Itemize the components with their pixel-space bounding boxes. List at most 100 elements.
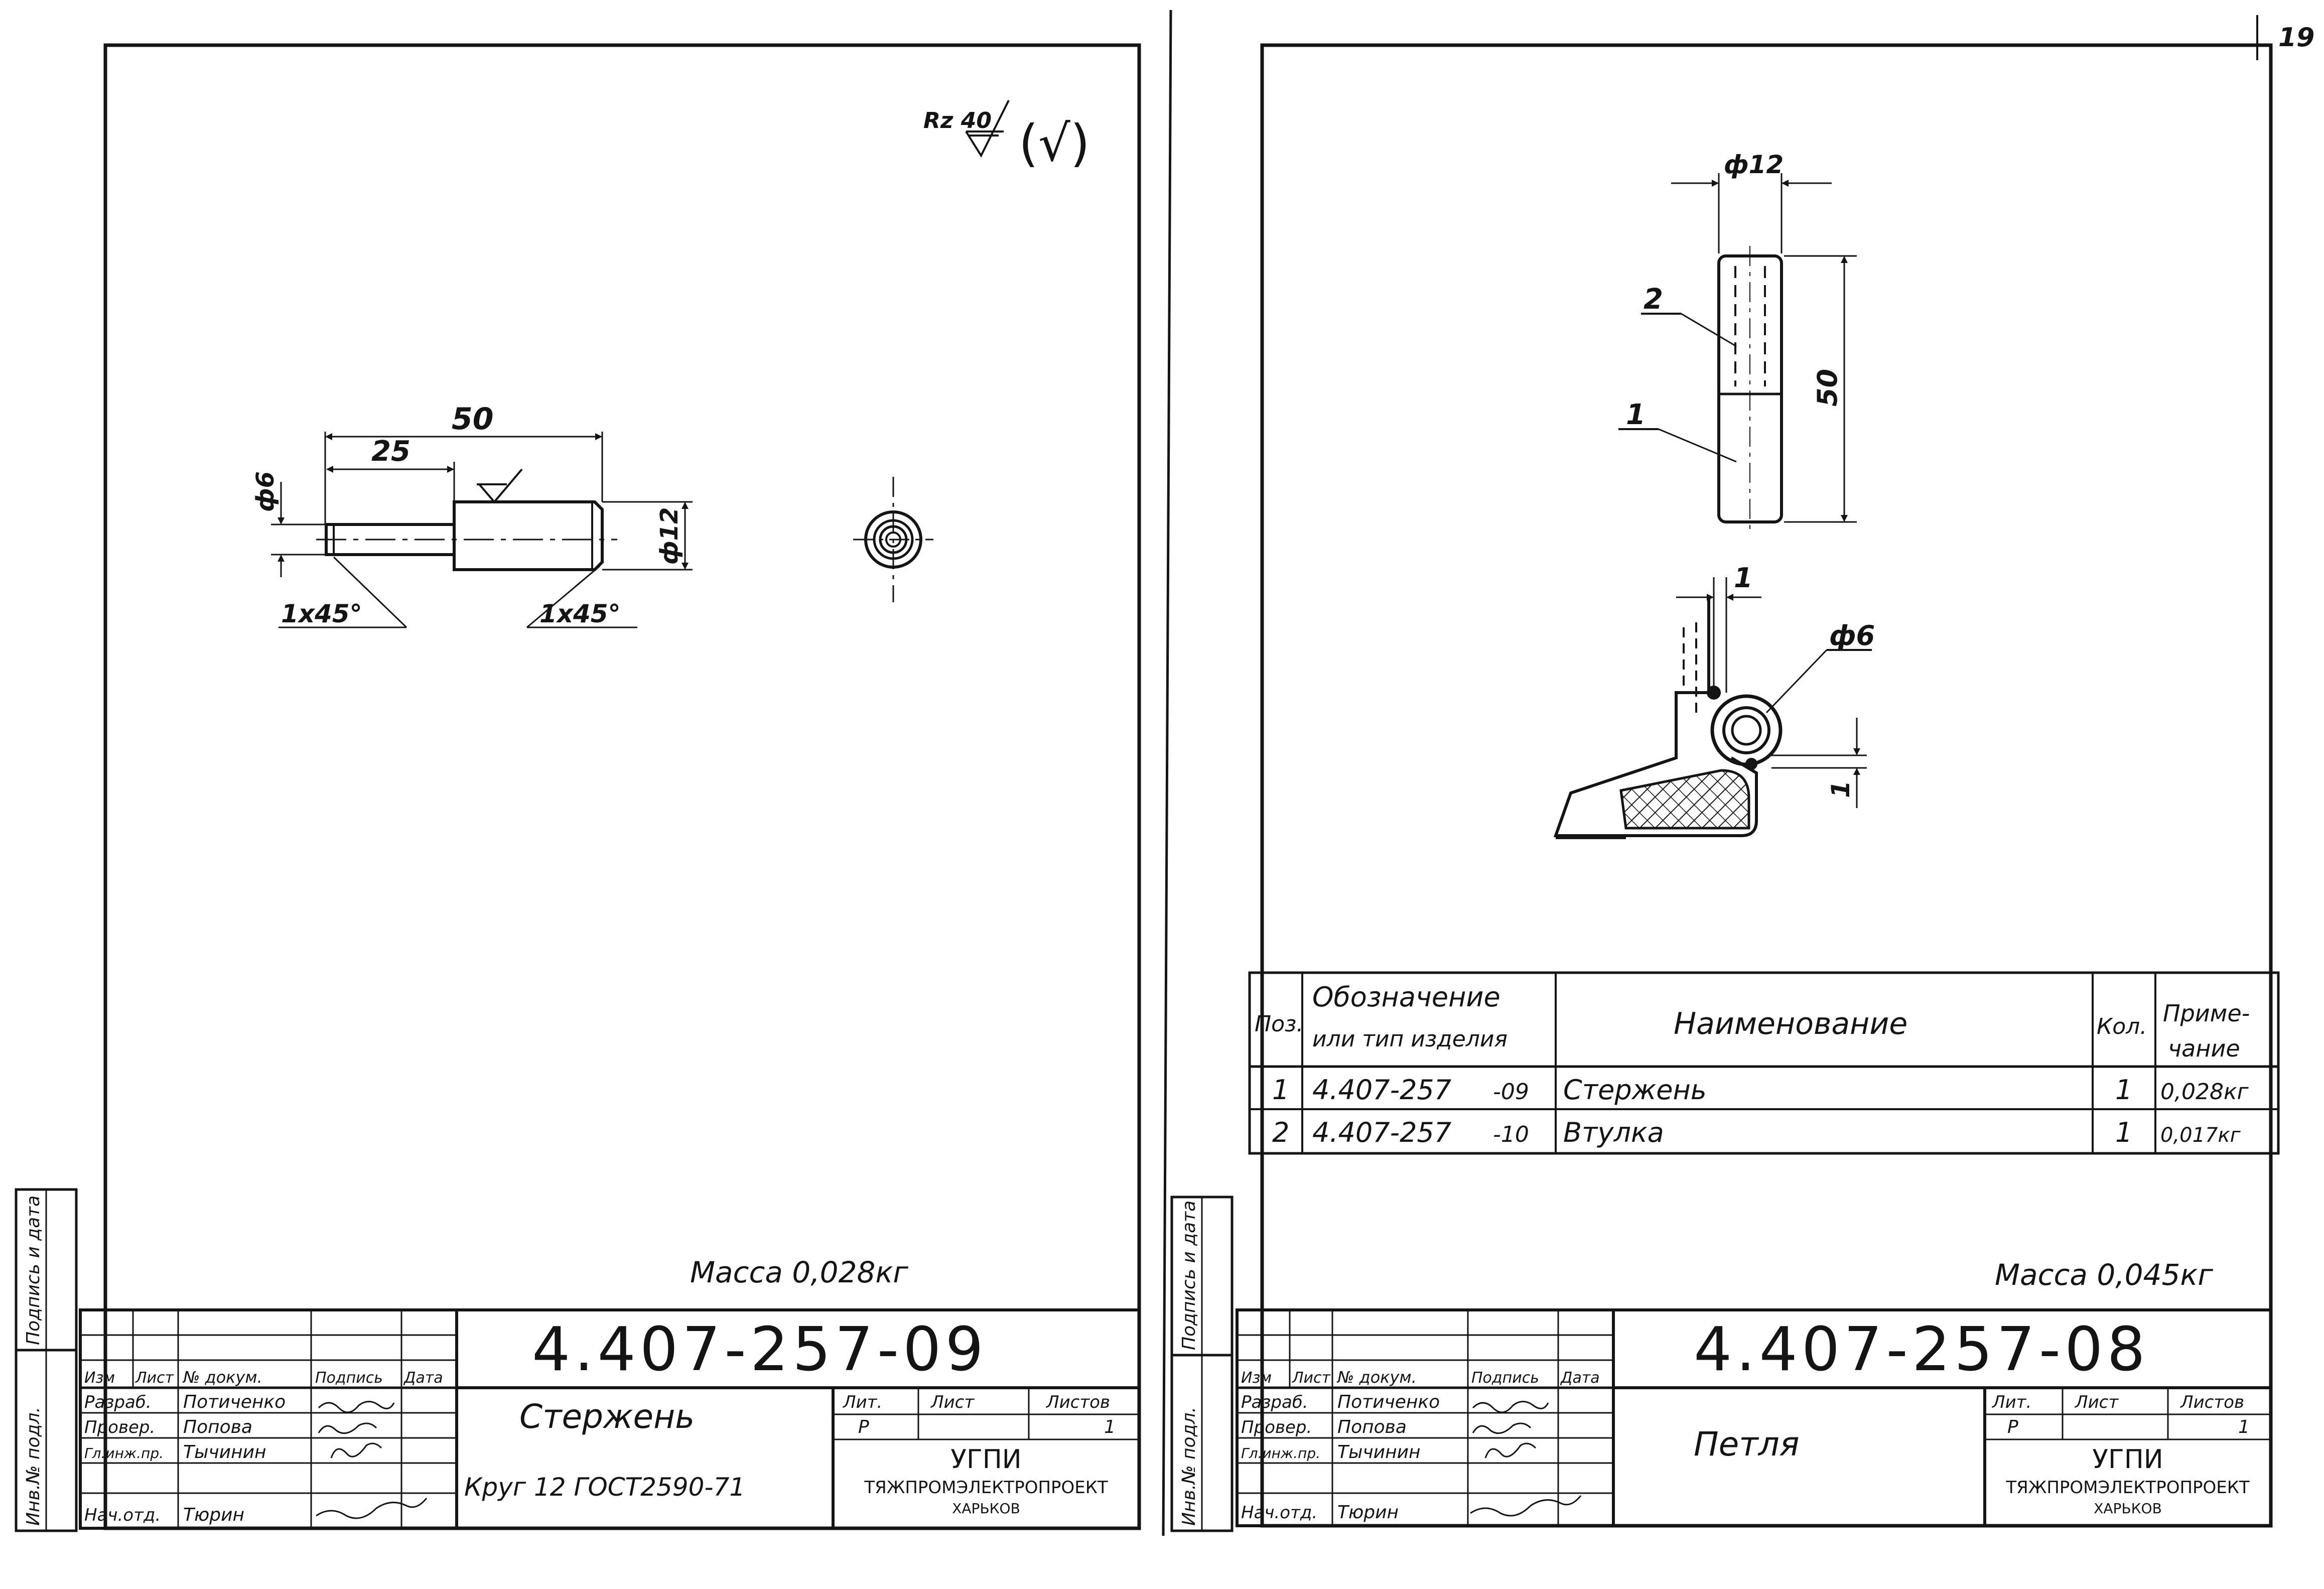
left-stamp-signature-date: Подпись и дата — [23, 1196, 44, 1345]
hinge-assembly-view: ф12 50 2 1 — [1618, 150, 1857, 532]
right-sheets-label: Листов — [2179, 1392, 2244, 1412]
dim-small-diameter: ф6 — [251, 471, 280, 512]
dim-step-length: 25 — [371, 435, 411, 468]
left-sheets-value: 1 — [1104, 1417, 1116, 1437]
left-side-stamp: Подпись и дата Инв.№ подл. — [15, 1188, 78, 1532]
spec-hdr-pos: Поз. — [1255, 1011, 1303, 1037]
right-signatures — [1470, 1401, 1582, 1517]
spec-row-1-pos: 1 — [1272, 1074, 1289, 1106]
right-role-3: Нач.отд. — [1241, 1503, 1317, 1523]
hinge-section-view: 1 ф6 1 — [1553, 562, 1875, 839]
right-designation: 4.407-257-08 — [1694, 1315, 2149, 1385]
dim-pin-diameter: ф6 — [1829, 620, 1875, 651]
left-org-name: ТЯЖПРОМЭЛЕКТРОПРОЕКТ — [864, 1478, 1108, 1498]
left-role-2: Гл.инж.пр. — [84, 1445, 164, 1462]
right-mass: Масса 0,045кг — [1995, 1258, 2213, 1292]
spec-row-1-designation: 4.407-257 — [1312, 1074, 1451, 1106]
spec-row-1-qty: 1 — [2115, 1074, 2132, 1106]
left-lit-value: Р — [858, 1417, 869, 1437]
left-lit-label: Лит. — [842, 1392, 882, 1412]
left-hdr-sign: Подпись — [315, 1369, 383, 1387]
spec-hdr-designation-2: или тип изделия — [1312, 1026, 1508, 1052]
right-part-name: Петля — [1694, 1425, 1800, 1464]
dim-overall-length: 50 — [452, 402, 494, 437]
right-sheet: Подпись и дата Инв.№ подл. ф12 50 2 — [1170, 43, 2280, 1532]
sheet-separator — [1162, 10, 1172, 1536]
right-hdr-izm: Изм — [1241, 1369, 1272, 1387]
right-role-2: Гл.инж.пр. — [1241, 1445, 1320, 1462]
right-stamp-inventory: Инв.№ подл. — [1179, 1407, 1199, 1526]
left-hdr-doc: № докум. — [182, 1368, 262, 1387]
left-title-block: Изм Лист № докум. Подпись Дата Разраб. П… — [79, 1308, 1141, 1530]
roughness-symbol: Rz 40 (√) — [923, 100, 1090, 173]
left-person-1: Попова — [183, 1417, 252, 1437]
right-stamp-signature-date: Подпись и дата — [1179, 1201, 1199, 1350]
right-org-city: ХАРЬКОВ — [2094, 1500, 2162, 1517]
right-sheet-label: Лист — [2074, 1392, 2119, 1412]
spec-row-2-designation: 4.407-257 — [1312, 1117, 1451, 1148]
roughness-extra: (√) — [1019, 114, 1090, 173]
dim-gap-lower: 1 — [1826, 780, 1855, 798]
left-role-3: Нач.отд. — [84, 1505, 161, 1525]
left-part-name: Стержень — [519, 1397, 695, 1436]
spec-row-1-suffix: -09 — [1493, 1079, 1529, 1105]
left-stamp-inventory: Инв.№ подл. — [23, 1407, 44, 1526]
right-person-1: Попова — [1337, 1417, 1407, 1437]
left-hdr-izm: Изм — [84, 1369, 115, 1387]
spec-row-2-pos: 2 — [1272, 1117, 1289, 1148]
specification-table: Поз. Обозначение или тип изделия Наимено… — [1248, 971, 2280, 1155]
left-person-2: Тычинин — [183, 1442, 266, 1463]
right-org-name: ТЯЖПРОМЭЛЕКТРОПРОЕКТ — [2005, 1478, 2250, 1498]
dim-assembly-length: 50 — [1812, 369, 1843, 407]
left-person-0: Потиченко — [183, 1392, 286, 1412]
right-person-3: Тюрин — [1337, 1502, 1399, 1523]
page-number: 19 — [2278, 23, 2314, 53]
left-mass: Масса 0,028кг — [690, 1255, 908, 1289]
callout-2: 2 — [1644, 283, 1663, 316]
spec-hdr-name: Наименование — [1674, 1006, 1907, 1041]
callout-1: 1 — [1626, 399, 1646, 431]
spec-hdr-note-2: чание — [2168, 1035, 2240, 1062]
roughness-label: Rz 40 — [923, 108, 992, 134]
right-hdr-list: Лист — [1292, 1369, 1331, 1387]
dim-gap-top: 1 — [1734, 562, 1753, 594]
right-person-0: Потиченко — [1337, 1392, 1440, 1412]
right-sheet-border — [1260, 43, 2273, 1528]
right-lit-value: Р — [2007, 1417, 2018, 1437]
dim-large-diameter: ф12 — [655, 507, 683, 565]
spec-hdr-designation-1: Обозначение — [1312, 981, 1500, 1013]
rod-drawing: 50 25 ф6 ф12 1x45° 1x45° — [251, 402, 693, 628]
spec-row-1-name: Стержень — [1563, 1074, 1707, 1106]
chamfer-left: 1x45° — [281, 599, 362, 628]
left-hdr-list: Лист — [135, 1369, 175, 1387]
right-side-stamp: Подпись и дата Инв.№ подл. — [1170, 1196, 1234, 1532]
right-hdr-date: Дата — [1560, 1369, 1600, 1387]
right-hdr-sign: Подпись — [1471, 1369, 1539, 1387]
spec-row-1-note: 0,028кг — [2160, 1079, 2249, 1105]
spec-hdr-note-1: Приме- — [2163, 1000, 2250, 1027]
spec-row-2-qty: 1 — [2115, 1117, 2132, 1148]
chamfer-right: 1x45° — [539, 599, 621, 628]
left-designation: 4.407-257-09 — [532, 1315, 988, 1385]
right-title-block: Изм Лист № докум. Подпись Дата Разраб. П… — [1236, 1308, 2272, 1527]
right-org-short: УГПИ — [2092, 1444, 2163, 1475]
right-lit-label: Лит. — [1991, 1392, 2031, 1412]
left-signatures — [316, 1401, 428, 1519]
left-org-city: ХАРЬКОВ — [952, 1500, 1020, 1517]
left-sheet-label: Лист — [930, 1392, 975, 1412]
left-sheet-border — [103, 43, 1141, 1530]
right-hdr-doc: № докум. — [1336, 1368, 1417, 1387]
left-sheet: Подпись и дата Инв.№ подл. Rz 40 (√) — [15, 43, 1141, 1532]
left-org-short: УГПИ — [950, 1444, 1021, 1475]
left-material: Круг 12 ГОСТ2590-71 — [464, 1473, 745, 1502]
spec-hdr-qty: Кол. — [2097, 1014, 2147, 1039]
left-hdr-date: Дата — [403, 1369, 443, 1387]
spec-row-2-suffix: -10 — [1493, 1122, 1529, 1147]
right-role-0: Разраб. — [1241, 1392, 1308, 1412]
dim-top-diameter: ф12 — [1724, 150, 1784, 179]
spec-row-2-note: 0,017кг — [2160, 1124, 2241, 1147]
left-role-1: Провер. — [84, 1417, 155, 1437]
left-person-3: Тюрин — [183, 1505, 244, 1525]
spec-row-2-name: Втулка — [1563, 1117, 1664, 1148]
